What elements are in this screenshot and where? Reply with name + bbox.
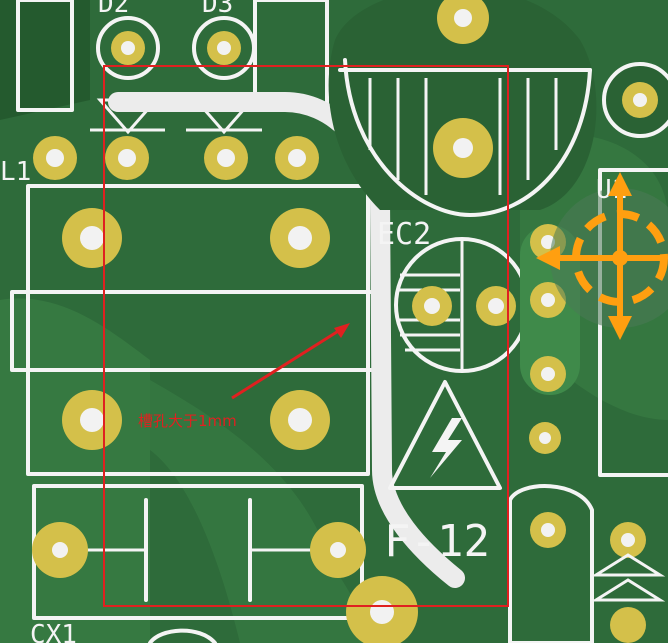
label-ec2: EC2 (377, 217, 431, 252)
label-d2: D2 (98, 0, 129, 19)
annotation-box (103, 65, 509, 607)
transformer-pads (62, 208, 330, 450)
high-voltage-warning-icon (388, 380, 502, 490)
transformer-outline[interactable] (26, 184, 370, 476)
component-outline-l1-top (16, 0, 74, 112)
diode-d3[interactable] (186, 16, 262, 135)
label-d3: D3 (202, 0, 233, 19)
copper-pour-top-left (0, 0, 90, 120)
annotation-arrow (231, 323, 350, 400)
capacitor-top-large[interactable] (328, 0, 597, 217)
pad-row-top (33, 136, 319, 180)
pad-column-far-right (590, 522, 666, 643)
annotation-note: 槽孔大于1mm (138, 412, 237, 430)
label-l1: L1 (0, 157, 31, 187)
component-outline-bottom (148, 628, 217, 643)
move-cross-icon[interactable] (536, 172, 668, 340)
label-f12: F-12 (384, 516, 490, 567)
component-outline-bottom-right (508, 484, 594, 643)
copper-pour-bottom (150, 380, 380, 643)
label-cx1: CX1 (30, 620, 77, 643)
copper-pour-left (0, 298, 150, 643)
